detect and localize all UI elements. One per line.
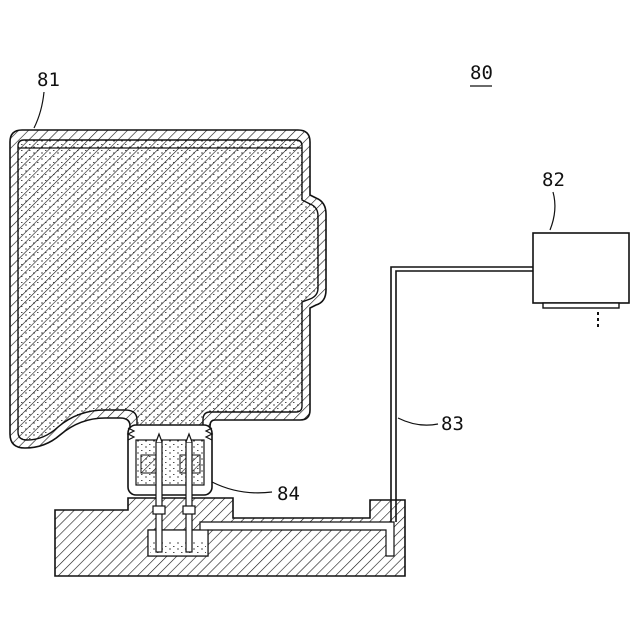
head-nozzle bbox=[543, 303, 619, 308]
tube-line bbox=[391, 267, 533, 522]
label-tube: 83 bbox=[441, 413, 464, 435]
leader-82 bbox=[550, 192, 555, 230]
tube-line-inner bbox=[396, 271, 533, 522]
label-tank: 81 bbox=[37, 69, 60, 91]
label-connector: 84 bbox=[277, 483, 300, 505]
needle-collar-left bbox=[153, 506, 165, 514]
leader-84 bbox=[212, 482, 272, 493]
base-body bbox=[55, 498, 405, 576]
needle-right bbox=[186, 442, 192, 552]
ink-tank bbox=[10, 130, 326, 448]
needle-collar-right bbox=[183, 506, 195, 514]
base-block bbox=[55, 498, 405, 576]
needle-left bbox=[156, 442, 162, 552]
label-system: 80 bbox=[470, 62, 493, 84]
tank-ink bbox=[18, 140, 318, 440]
connector bbox=[128, 425, 212, 495]
tube bbox=[391, 267, 533, 522]
head-body bbox=[533, 233, 629, 303]
leader-83 bbox=[398, 418, 438, 425]
label-head: 82 bbox=[542, 169, 565, 191]
print-head bbox=[533, 233, 629, 330]
leader-81 bbox=[34, 92, 44, 128]
